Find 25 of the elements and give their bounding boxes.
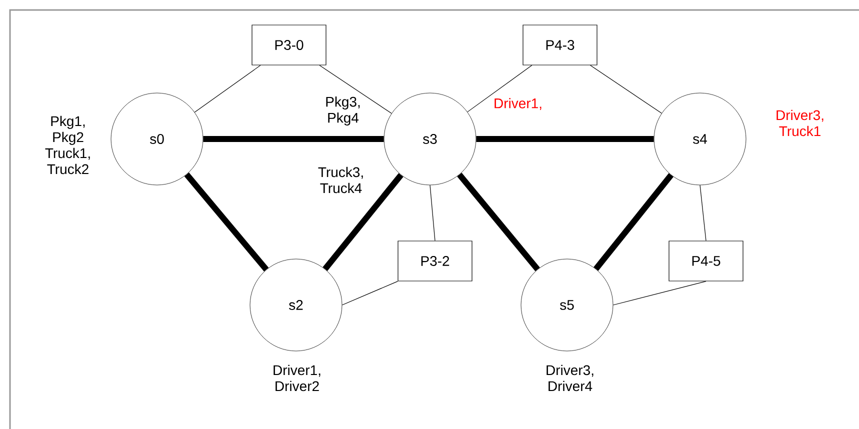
annotation-text: Driver3, Truck1 xyxy=(776,110,824,136)
connection-line xyxy=(467,65,532,112)
path-box: P3-2 xyxy=(398,240,472,282)
connection-line xyxy=(457,172,540,272)
connection-line xyxy=(319,65,392,114)
connection-line xyxy=(342,281,398,306)
annotation-text: Pkg1, Pkg2 Truck1, Truck2 xyxy=(45,116,90,174)
annotation-text: Pkg3, Pkg4 xyxy=(326,96,360,126)
path-box: P4-5 xyxy=(668,240,744,282)
connection-line xyxy=(203,136,384,142)
connection-line xyxy=(476,136,654,142)
path-box: P3-0 xyxy=(252,24,326,66)
connection-line xyxy=(322,173,404,271)
connection-line xyxy=(194,65,261,112)
annotation-text: Driver1, Driver2 xyxy=(274,364,320,392)
path-box: P4-3 xyxy=(522,24,598,66)
annotation-text: Driver3, Driver4 xyxy=(546,364,594,392)
annotation-text: Driver1, xyxy=(494,98,542,110)
connection-line xyxy=(594,173,674,271)
connection-line xyxy=(590,65,662,114)
annotation-text: Truck3, Truck4 xyxy=(318,166,363,194)
connection-line xyxy=(430,184,436,241)
connection-line xyxy=(700,184,706,241)
connection-line xyxy=(184,172,269,272)
connection-line xyxy=(612,281,706,306)
